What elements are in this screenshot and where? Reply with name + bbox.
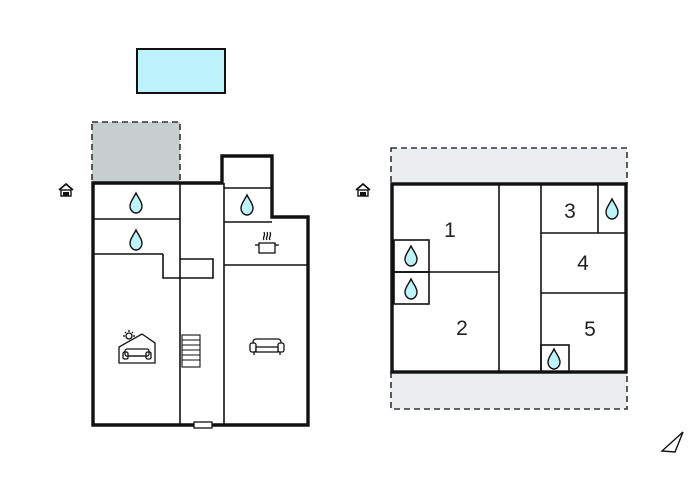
north-arrow-icon bbox=[660, 431, 684, 453]
water-drop-icon bbox=[240, 194, 254, 216]
pool bbox=[136, 48, 226, 94]
upper-floor-interior-walls bbox=[392, 184, 626, 373]
upper-floor-outer-wall bbox=[390, 182, 628, 374]
terrace bbox=[91, 121, 181, 184]
upper-floor: 1 2 3 4 5 bbox=[390, 147, 628, 410]
stairs-icon bbox=[181, 334, 201, 368]
ground-floor-outer-wall bbox=[91, 154, 310, 427]
fireplace-sofa-icon bbox=[118, 330, 156, 364]
house-entrance-icon bbox=[58, 183, 74, 197]
house-entrance-icon bbox=[355, 183, 371, 197]
ground-floor-interior-walls bbox=[93, 183, 308, 425]
room-label-1: 1 bbox=[444, 219, 456, 242]
cooking-pot-icon bbox=[255, 231, 279, 254]
balcony-top bbox=[390, 147, 628, 185]
ground-floor bbox=[91, 121, 310, 429]
sofa-icon bbox=[249, 338, 285, 355]
entrance-door bbox=[193, 421, 213, 429]
room-label-3: 3 bbox=[564, 200, 576, 223]
water-drop-icon bbox=[129, 192, 143, 214]
balcony-bottom bbox=[390, 371, 628, 410]
room-label-2: 2 bbox=[456, 317, 468, 340]
room-label-5: 5 bbox=[584, 318, 596, 341]
water-drop-icon bbox=[129, 229, 143, 251]
room-label-4: 4 bbox=[577, 252, 589, 275]
